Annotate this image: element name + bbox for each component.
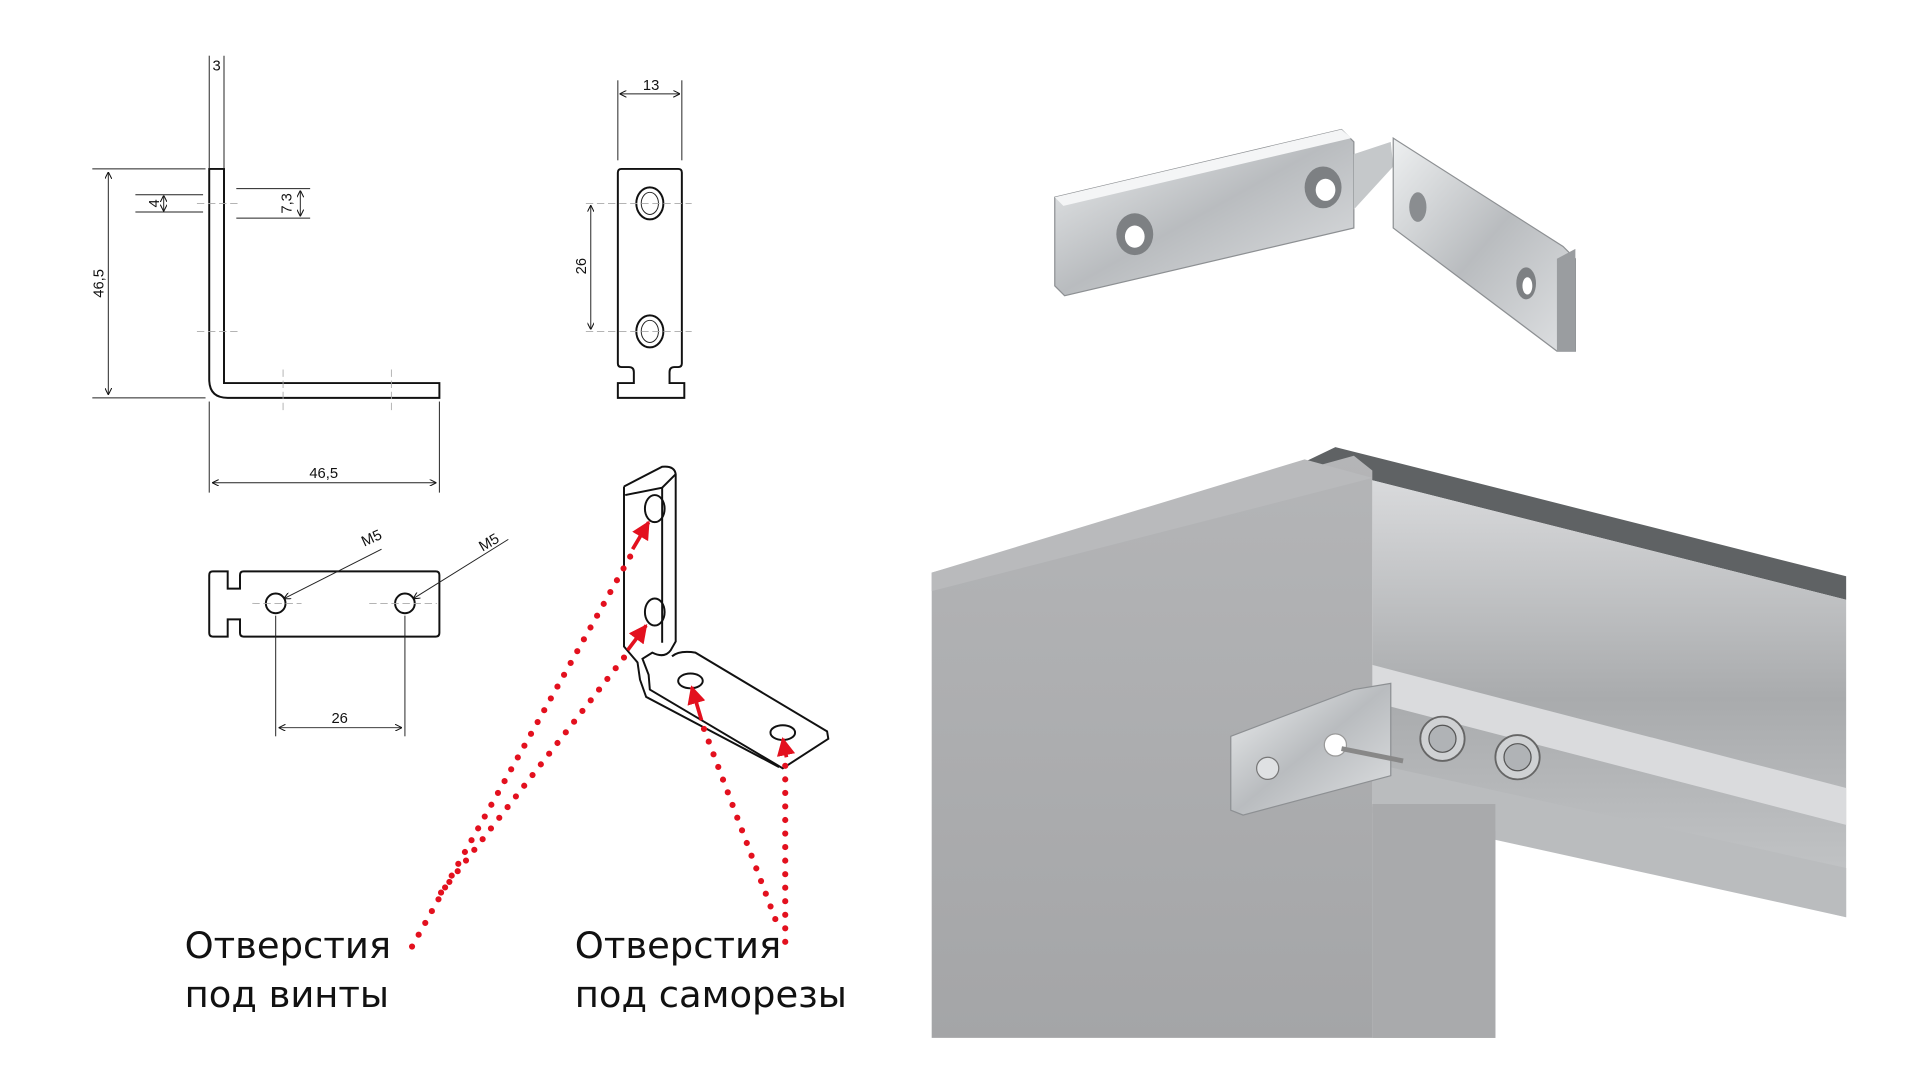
isometric-view <box>406 465 830 954</box>
side-view: 3 46,5 4 7,3 46,5 <box>91 55 441 493</box>
hole-diameter-dimension: 4 <box>147 199 163 207</box>
thread-label-right: M5 <box>476 531 502 555</box>
cabinet-installation-photo <box>931 447 1847 1038</box>
screw-holes-label-line2: под винты <box>185 973 389 1016</box>
front-view: 13 26 <box>574 78 692 399</box>
leader-dots-self-tapping-1 <box>700 725 781 929</box>
height-dimension: 46,5 <box>91 269 107 298</box>
thread-label-left: M5 <box>359 527 384 550</box>
width-dimension: 46,5 <box>309 466 338 482</box>
leader-dots-screws-2 <box>435 654 628 900</box>
front-hole-spacing-dimension: 26 <box>574 258 590 274</box>
top-view: M5 M5 26 <box>208 527 509 737</box>
screw-holes-label-line1: Отверстия <box>185 924 391 967</box>
self-tapping-holes-label-line2: под саморезы <box>575 973 847 1016</box>
bracket-photo <box>1054 128 1576 352</box>
thickness-dimension: 3 <box>213 58 221 74</box>
top-hole-spacing-dimension: 26 <box>331 711 347 727</box>
self-tapping-holes-label-line1: Отверстия <box>575 924 781 967</box>
hole-offset-dimension: 7,3 <box>280 193 296 214</box>
leader-dots-screws-1 <box>406 553 634 954</box>
front-width-dimension: 13 <box>643 78 659 94</box>
